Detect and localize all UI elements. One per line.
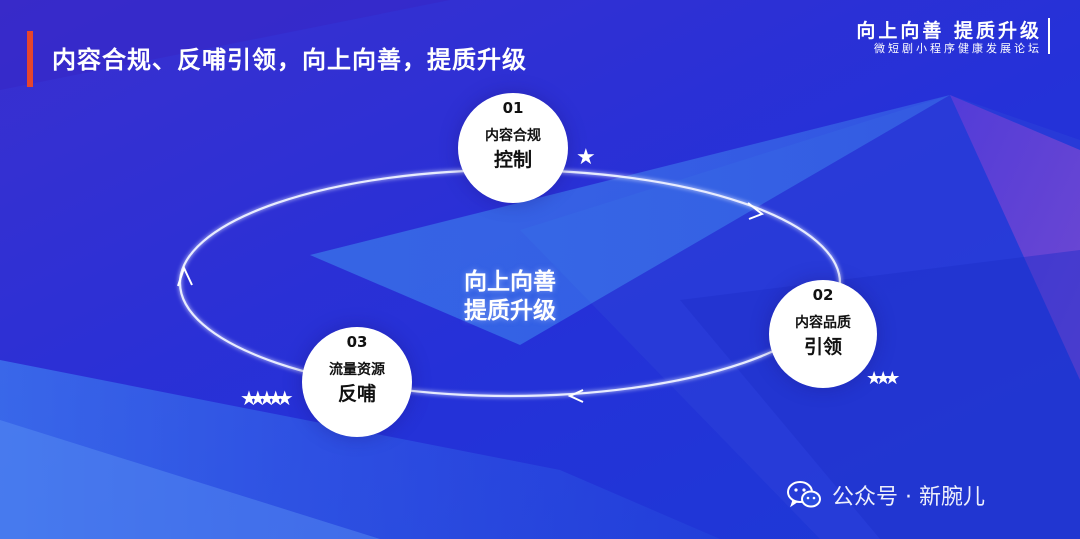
node-subtitle: 内容品质	[795, 315, 851, 331]
arrow-left	[177, 265, 193, 287]
arrow-right-top	[747, 202, 765, 220]
center-line-2: 提质升级	[464, 298, 556, 324]
watermark-text: 公众号 · 新腕儿	[832, 485, 985, 510]
node-number: 03	[346, 333, 368, 351]
node-compliance: 01 内容合规 控制	[458, 93, 568, 203]
arrow-bottom	[567, 389, 584, 403]
star-rating-2-icon: ★★★	[866, 368, 901, 389]
node-subtitle: 流量资源	[329, 362, 385, 378]
title-accent-bar	[27, 31, 33, 87]
star-rating-1-icon: ★	[576, 145, 596, 170]
wechat-icon	[787, 481, 821, 508]
watermark: 公众号 · 新腕儿	[786, 479, 985, 511]
brand-title: 向上向善 提质升级	[856, 20, 1042, 42]
node-label: 引领	[803, 336, 842, 358]
node-number: 01	[502, 99, 524, 117]
star-rating-3-icon: ★★★★★	[240, 386, 294, 410]
brand-divider	[1048, 18, 1050, 54]
node-number: 02	[812, 286, 834, 304]
node-label: 控制	[493, 149, 532, 171]
node-label: 反哺	[337, 383, 376, 405]
node-traffic: 03 流量资源 反哺	[302, 327, 412, 437]
center-line-1: 向上向善	[464, 269, 556, 295]
node-subtitle: 内容合规	[485, 128, 541, 144]
node-quality: 02 内容品质 引领	[769, 280, 877, 388]
page-title: 内容合规、反哺引领，向上向善，提质升级	[52, 46, 527, 74]
brand-subtitle: 微短剧小程序健康发展论坛	[874, 42, 1042, 55]
